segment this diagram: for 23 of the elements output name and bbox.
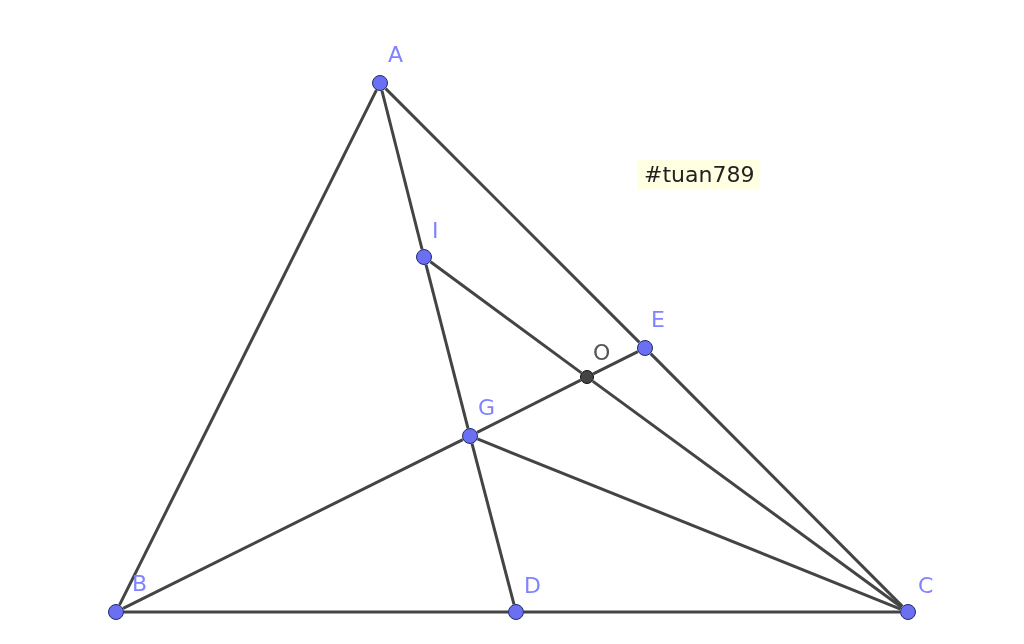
line-segment (122, 438, 464, 610)
line-segment (118, 89, 378, 606)
line-segment (470, 443, 516, 605)
point-label: O (593, 341, 611, 365)
line-segment (592, 350, 639, 376)
point-label: E (651, 308, 665, 332)
point-label: B (132, 572, 148, 596)
point-label: I (432, 219, 439, 243)
line-segment (380, 90, 424, 250)
line-segment (429, 260, 583, 375)
line-segment (524, 610, 900, 614)
line-segment (649, 352, 904, 608)
point-label: G (478, 396, 496, 420)
tag-note: #tuan789 (638, 160, 761, 190)
line-segment (591, 379, 903, 609)
line-segment (424, 264, 470, 429)
line-segment (476, 437, 902, 611)
point-label: A (388, 43, 404, 67)
line-segment (476, 378, 582, 434)
line-segment (384, 87, 641, 344)
point-label: C (918, 574, 934, 598)
line-segment (124, 610, 508, 614)
point-label: D (524, 574, 541, 598)
